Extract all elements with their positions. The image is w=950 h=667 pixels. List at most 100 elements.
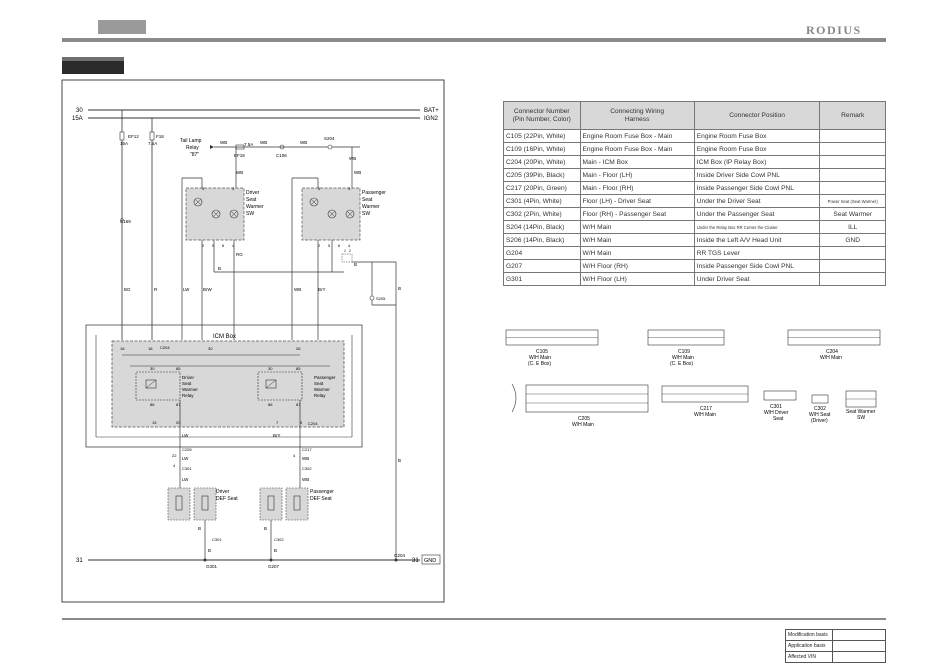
svg-text:GND: GND bbox=[424, 558, 436, 564]
rail-15a-label: 15A bbox=[72, 116, 83, 122]
svg-text:Relay: Relay bbox=[314, 393, 326, 398]
svg-text:R: R bbox=[154, 287, 158, 292]
svg-text:RG: RG bbox=[236, 252, 243, 257]
ground-icon bbox=[394, 558, 398, 562]
svg-text:G207: G207 bbox=[268, 564, 280, 569]
driver-def-seat-a bbox=[167, 487, 191, 521]
svg-text:B: B bbox=[354, 262, 357, 267]
table-row: C217 (20Pin, Green)Main - Floor (RH)Insi… bbox=[503, 181, 886, 195]
passenger-switch-box bbox=[301, 187, 361, 241]
tail-lamp-relay: Relay bbox=[186, 145, 199, 151]
svg-text:W/H Driver: W/H Driver bbox=[764, 410, 789, 416]
header-gray-box bbox=[98, 20, 146, 34]
driver-relay bbox=[135, 371, 181, 401]
svg-text:9: 9 bbox=[300, 420, 303, 425]
svg-text:31: 31 bbox=[412, 558, 419, 564]
svg-text:BrW: BrW bbox=[203, 287, 213, 292]
fuse-ef12-amp: 15A bbox=[120, 141, 128, 146]
svg-text:Passenger: Passenger bbox=[310, 489, 334, 495]
svg-text:(C. E Box): (C. E Box) bbox=[670, 361, 693, 367]
svg-text:B: B bbox=[398, 458, 401, 463]
svg-text:4: 4 bbox=[232, 243, 235, 248]
svg-text:5: 5 bbox=[212, 243, 215, 248]
connector-c204: C204 W/H Main bbox=[787, 329, 881, 361]
svg-text:Driver: Driver bbox=[182, 375, 195, 380]
svg-text:Passenger: Passenger bbox=[362, 190, 386, 196]
connector-c105: C105 W/H Main (C. E Box) bbox=[505, 329, 599, 367]
connector-c301: C301 W/H Driver Seat bbox=[763, 390, 797, 422]
svg-text:22: 22 bbox=[172, 453, 177, 458]
brand-logo: RODIUS bbox=[806, 23, 862, 37]
svg-text:C105: C105 bbox=[536, 349, 548, 355]
svg-text:C301: C301 bbox=[212, 537, 222, 542]
svg-text:DEF Seat: DEF Seat bbox=[310, 496, 332, 502]
svg-text:C301: C301 bbox=[182, 466, 192, 471]
diagram-frame bbox=[61, 79, 445, 603]
header-connector-position: Connector Position bbox=[693, 101, 821, 130]
rail-bat-label: BAT+ bbox=[424, 108, 439, 114]
table-row: C302 (2Pin, White)Floor (RH) - Passenger… bbox=[503, 207, 886, 221]
svg-text:5: 5 bbox=[202, 186, 205, 191]
svg-text:Relay: Relay bbox=[182, 393, 194, 398]
driver-def-seat-b bbox=[193, 487, 217, 521]
svg-text:87: 87 bbox=[296, 402, 301, 407]
svg-text:(C. E Box): (C. E Box) bbox=[528, 361, 551, 367]
svg-text:WB: WB bbox=[354, 170, 361, 175]
heater-icon bbox=[293, 495, 301, 511]
svg-text:Warmer: Warmer bbox=[314, 387, 330, 392]
svg-text:7.5A: 7.5A bbox=[244, 142, 253, 147]
svg-text:87: 87 bbox=[176, 402, 181, 407]
svg-text:Driver: Driver bbox=[216, 489, 230, 495]
svg-text:Seat: Seat bbox=[314, 381, 324, 386]
svg-text:3: 3 bbox=[232, 186, 235, 191]
svg-text:B: B bbox=[208, 548, 211, 553]
table-row: C105 (22Pin, White)Engine Room Fuse Box … bbox=[503, 129, 886, 143]
svg-text:W/H Main: W/H Main bbox=[529, 355, 551, 361]
svg-text:2: 2 bbox=[318, 243, 321, 248]
svg-text:LW: LW bbox=[183, 287, 190, 292]
connector-table: Connector Number (Pin Number, Color) Con… bbox=[503, 101, 886, 286]
lamp-icon bbox=[193, 197, 203, 207]
svg-text:2: 2 bbox=[202, 243, 205, 248]
connector-c169-label: C169 bbox=[120, 219, 131, 224]
ground-icon bbox=[203, 558, 207, 562]
svg-text:4: 4 bbox=[293, 453, 296, 458]
svg-text:C302: C302 bbox=[274, 537, 284, 542]
connector-c205: C205 W/H Main bbox=[511, 383, 649, 428]
svg-text:Seat: Seat bbox=[246, 197, 257, 203]
svg-text:WB: WB bbox=[220, 140, 227, 145]
svg-text:C106: C106 bbox=[276, 153, 287, 158]
svg-text:LW: LW bbox=[182, 433, 189, 438]
table-row: C109 (16Pin, White)Engine Room Fuse Box … bbox=[503, 142, 886, 156]
header-connector-number: Connector Number (Pin Number, Color) bbox=[503, 101, 581, 130]
fuse-ef12-icon bbox=[119, 131, 125, 141]
lamp-icon bbox=[229, 209, 239, 219]
svg-text:Seat: Seat bbox=[182, 381, 192, 386]
svg-text:C204: C204 bbox=[826, 349, 838, 355]
connector-c217: C217 W/H Main bbox=[661, 385, 749, 418]
svg-text:Seat: Seat bbox=[773, 416, 784, 422]
svg-text:BrY: BrY bbox=[318, 287, 326, 292]
section-tab-stripe bbox=[62, 57, 124, 61]
svg-text:B: B bbox=[218, 266, 221, 271]
svg-text:C217: C217 bbox=[302, 447, 312, 452]
footer-rule bbox=[62, 618, 886, 620]
svg-text:WB: WB bbox=[302, 456, 309, 461]
rail-ign2-label: IGN2 bbox=[424, 116, 439, 122]
svg-text:1: 1 bbox=[344, 249, 346, 253]
fuse-f18-amp: 7.5A bbox=[148, 141, 157, 146]
svg-text:WB: WB bbox=[300, 140, 307, 145]
application-basis-label: Application basis bbox=[785, 640, 833, 652]
svg-text:C302: C302 bbox=[302, 466, 312, 471]
icm-title: ICM Box bbox=[213, 334, 236, 340]
svg-text:86: 86 bbox=[150, 402, 155, 407]
svg-text:5: 5 bbox=[328, 243, 331, 248]
svg-text:BG: BG bbox=[124, 287, 131, 292]
svg-text:WB: WB bbox=[294, 287, 301, 292]
section-tab bbox=[62, 57, 124, 74]
modification-basis-label: Modification basis bbox=[785, 629, 833, 641]
svg-text:Warmer: Warmer bbox=[182, 387, 198, 392]
ground-icon bbox=[269, 558, 273, 562]
